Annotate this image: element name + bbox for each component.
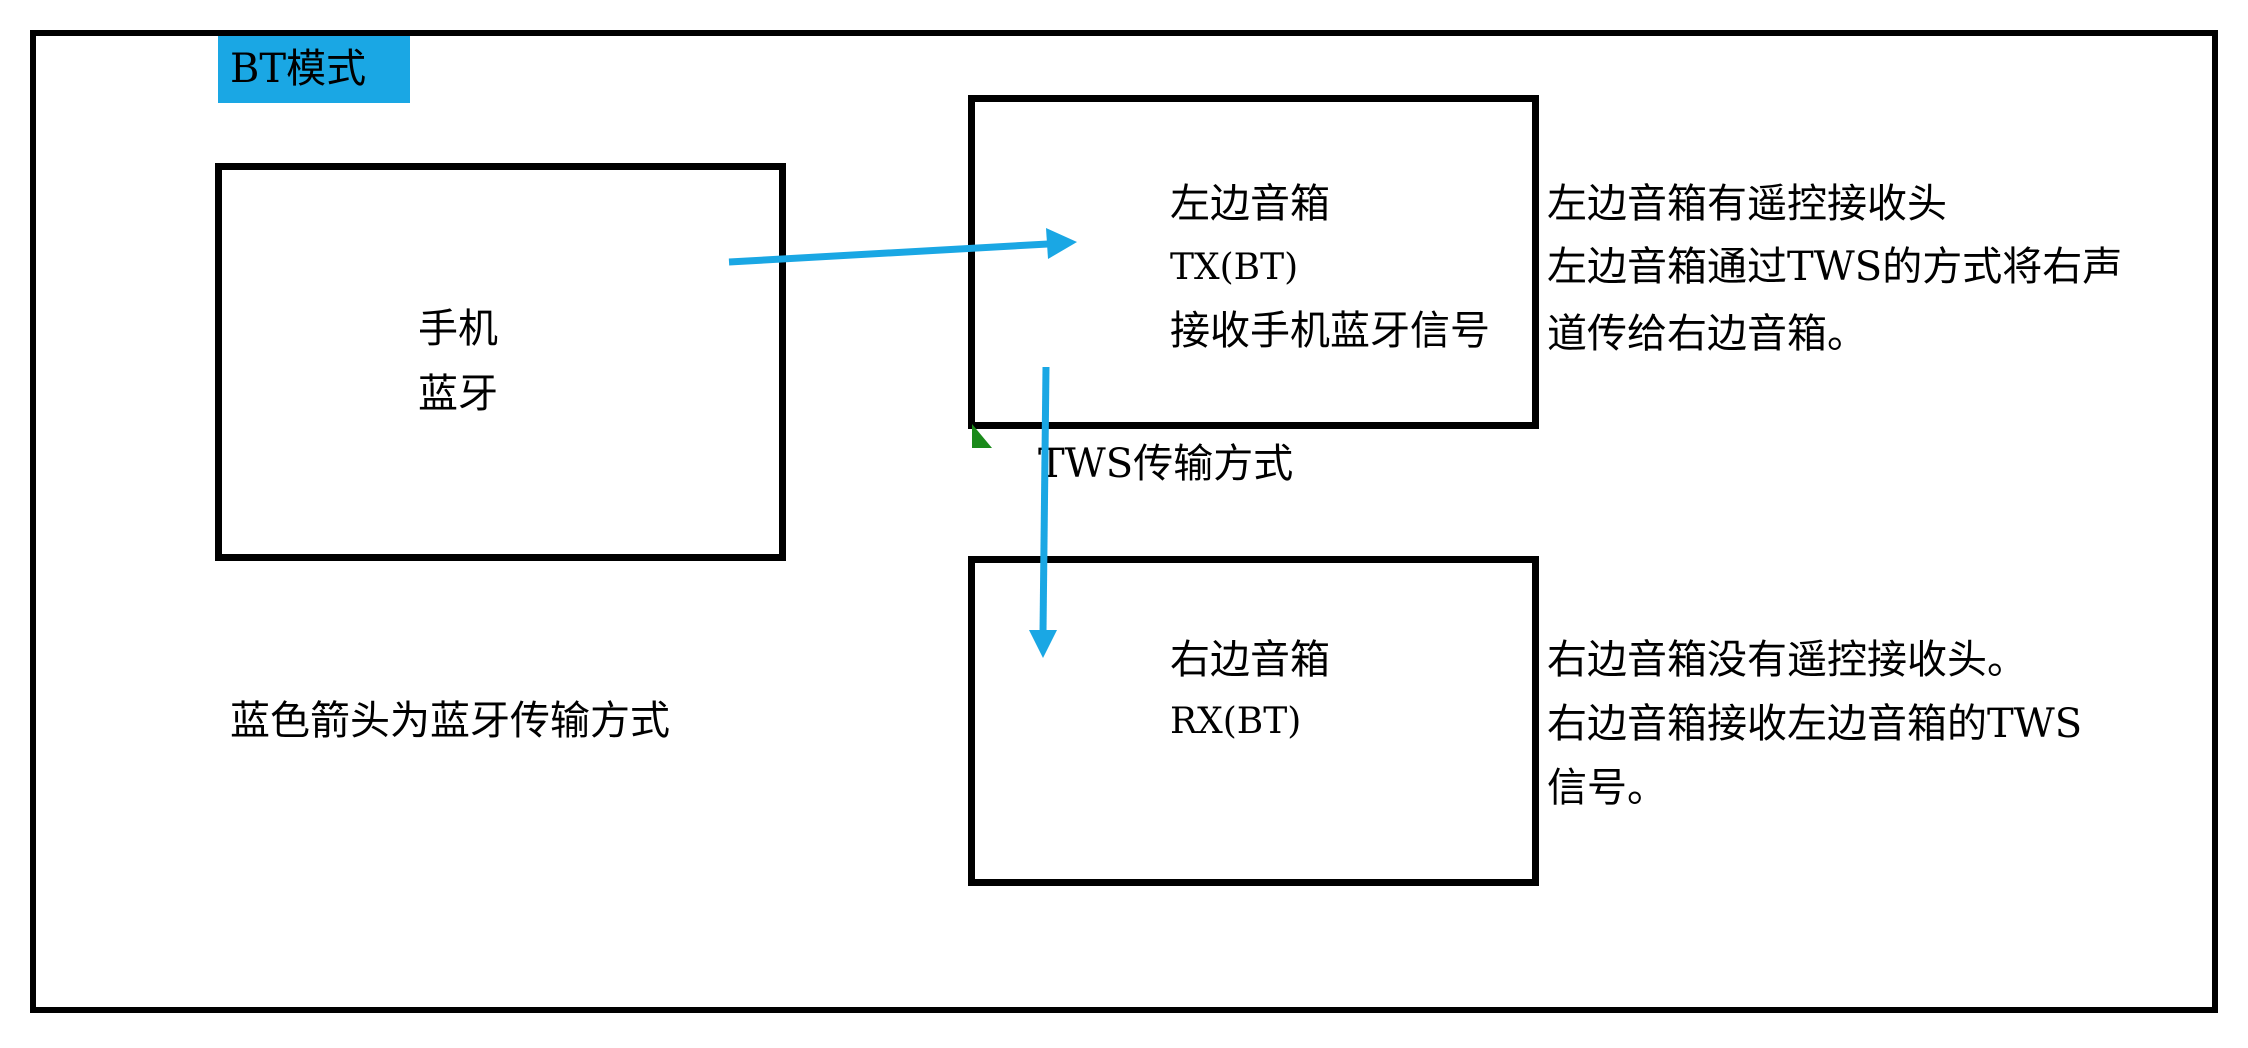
right-speaker-label-1: 右边音箱 [1170, 637, 1330, 683]
left-speaker-label-1: 左边音箱 [1170, 181, 1330, 227]
left-speaker-label-3: 接收手机蓝牙信号 [1170, 308, 1490, 354]
tws-arrow-left-to-right [1029, 366, 1057, 658]
left-note-3: 道传给右边音箱。 [1547, 311, 1867, 357]
phone-label-2: 蓝牙 [418, 371, 498, 417]
right-speaker-box [968, 556, 1539, 886]
bluetooth-arrow-phone-to-left [728, 228, 1077, 266]
legend-text: 蓝色箭头为蓝牙传输方式 [230, 698, 670, 744]
left-speaker-label-2: TX(BT) [1170, 247, 1299, 288]
right-note-3: 信号。 [1547, 765, 1667, 811]
right-note-1: 右边音箱没有遥控接收头。 [1547, 637, 2027, 683]
mode-tag: BT模式 [218, 36, 410, 103]
left-note-1: 左边音箱有遥控接收头 [1547, 181, 1947, 227]
diagram-frame [30, 30, 2218, 1013]
right-note-2: 右边音箱接收左边音箱的TWS [1547, 701, 2083, 747]
left-note-2: 左边音箱通过TWS的方式将右声 [1547, 244, 2123, 290]
phone-label-1: 手机 [418, 306, 498, 352]
tws-label: TWS传输方式 [1038, 441, 1294, 487]
left-speaker-box [968, 95, 1539, 429]
phone-box [215, 163, 786, 561]
right-speaker-label-2: RX(BT) [1170, 701, 1302, 742]
corner-marker [972, 424, 992, 448]
